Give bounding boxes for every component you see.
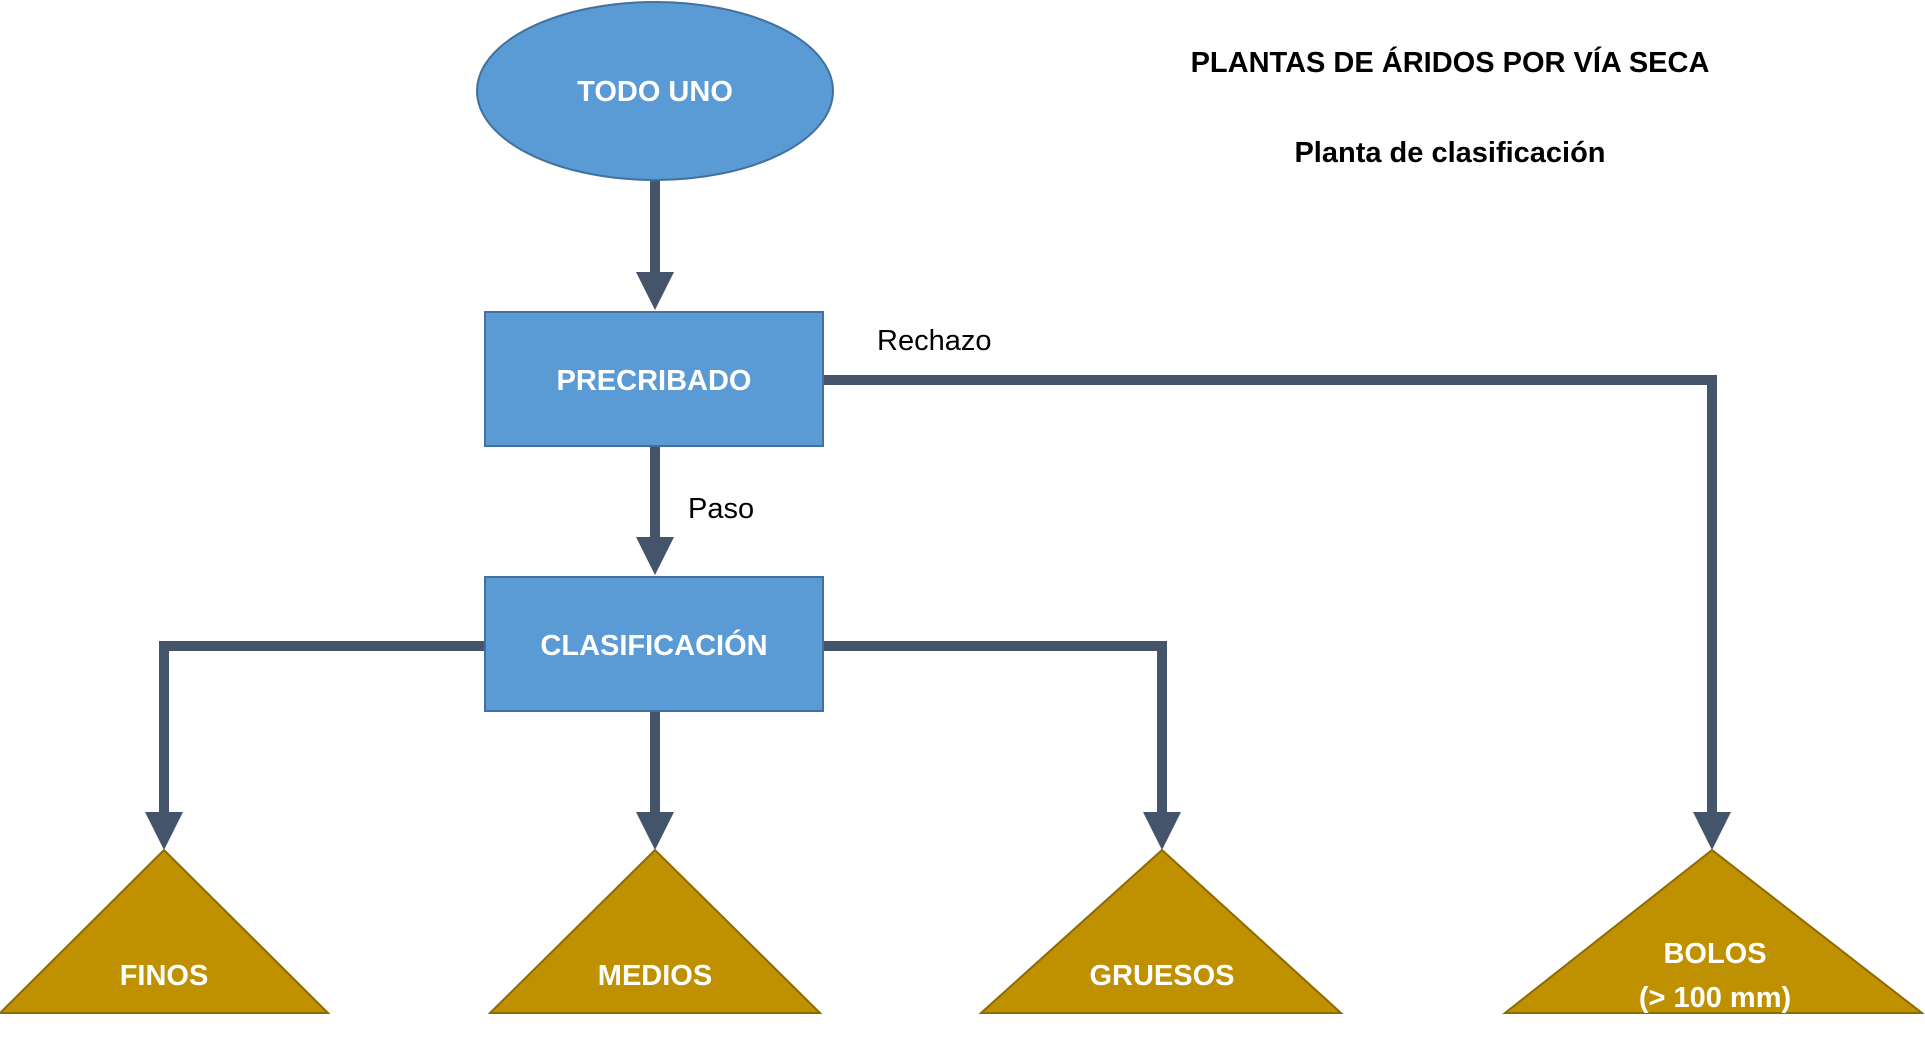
node-precribado: PRECRIBADO	[484, 311, 824, 447]
arrowhead-gruesos	[1143, 812, 1181, 850]
edge-label-paso: Paso	[688, 493, 754, 525]
connectors	[159, 180, 1717, 812]
precribado-box	[484, 311, 824, 447]
todo-uno-label: TODO UNO	[577, 76, 733, 108]
gruesos-triangle	[978, 848, 1344, 1014]
edge-clasificacion-to-gruesos	[823, 641, 1167, 812]
bolos-label-line2: (> 100 mm)	[1639, 982, 1791, 1014]
diagram-subtitle: Planta de clasificación	[1294, 137, 1605, 169]
bolos-label-line1: BOLOS	[1663, 938, 1766, 970]
clasificacion-label: CLASIFICACIÓN	[540, 628, 767, 662]
arrowhead-bolos	[1693, 812, 1731, 850]
arrowheads	[145, 272, 1731, 850]
gruesos-label: GRUESOS	[1089, 960, 1234, 992]
node-medios: MEDIOS	[487, 848, 823, 1014]
bolos-triangle	[1502, 848, 1925, 1014]
arrowhead-clasificacion	[636, 537, 674, 575]
todo-uno-ellipse	[476, 1, 834, 181]
precribado-label: PRECRIBADO	[557, 365, 752, 397]
finos-label: FINOS	[120, 960, 209, 992]
edge-clasificacion-to-finos	[159, 641, 485, 812]
medios-triangle	[487, 848, 823, 1014]
node-finos: FINOS	[0, 848, 331, 1014]
node-todo-uno: TODO UNO	[476, 1, 834, 181]
arrowhead-medios	[636, 812, 674, 850]
node-gruesos: GRUESOS	[978, 848, 1344, 1014]
arrowhead-precribado	[636, 272, 674, 310]
medios-label: MEDIOS	[598, 960, 712, 992]
node-clasificacion: CLASIFICACIÓN	[484, 576, 824, 712]
clasificacion-box	[484, 576, 824, 712]
edge-precribado-to-bolos	[823, 375, 1717, 812]
node-bolos: BOLOS (> 100 mm)	[1502, 848, 1925, 1014]
diagram-title: PLANTAS DE ÁRIDOS POR VÍA SECA	[1191, 45, 1710, 79]
edge-label-rechazo: Rechazo	[877, 325, 991, 357]
arrowhead-finos	[145, 812, 183, 850]
finos-triangle	[0, 848, 331, 1014]
